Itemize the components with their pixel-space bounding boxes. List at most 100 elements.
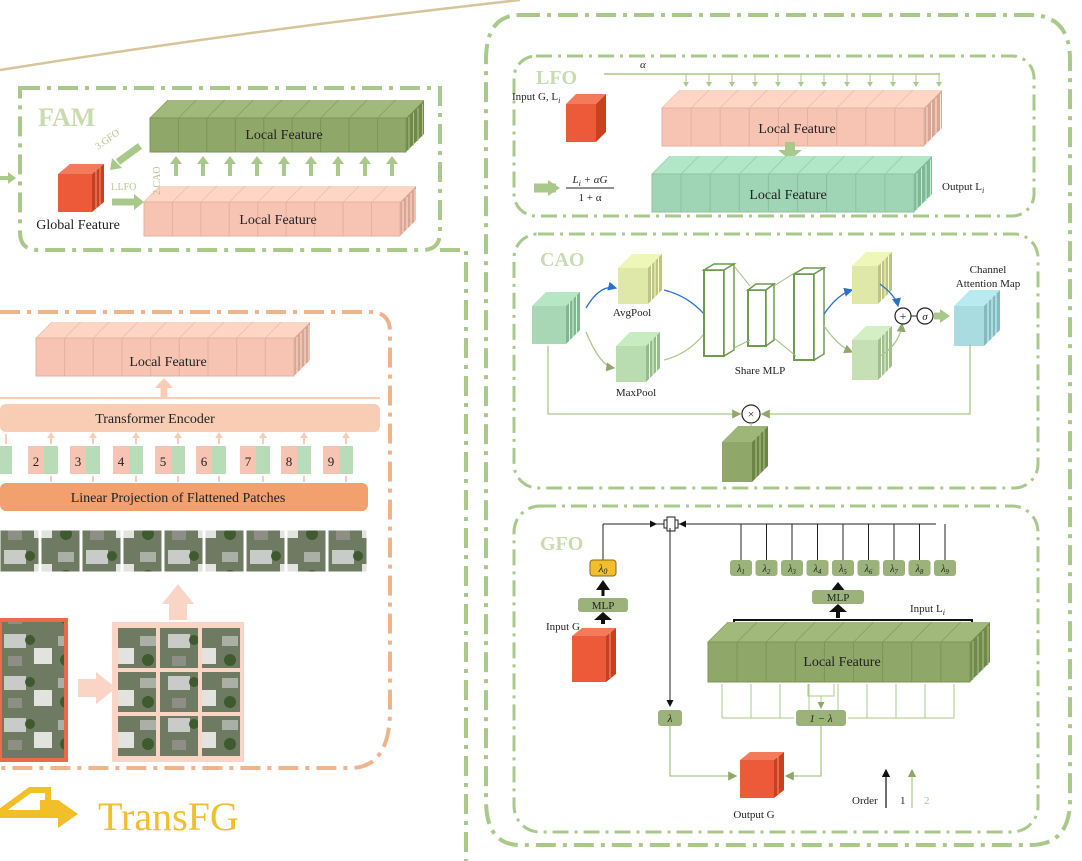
gfo-mlp-right: [812, 590, 864, 604]
feature-cell: [651, 173, 682, 213]
feature-cell: [149, 117, 179, 153]
gfo-step-arrow: [115, 143, 143, 165]
fam-top-feature-label: Local Feature: [245, 128, 322, 143]
feature-cell: [894, 107, 925, 147]
lambda-chip-label: λ5: [838, 564, 847, 576]
gfo-output-label: Output G: [733, 809, 774, 821]
feature-cell: [707, 641, 738, 683]
transfg-local-feature: [35, 321, 310, 377]
feature-cell: [855, 173, 886, 213]
feature-cell: [807, 107, 838, 147]
feature-cell: [738, 173, 769, 213]
patchify-arrow: [96, 672, 116, 704]
lfo-top-local-feature: [661, 89, 942, 147]
feature-cell: [177, 117, 208, 153]
feature-cell: [765, 641, 796, 683]
up-arrow: [386, 156, 398, 164]
feature-cell: [797, 173, 828, 213]
token-index: 4: [118, 454, 125, 469]
lfo-formula-denominator: 1 + α: [579, 192, 602, 204]
fam-bottom-feature-label: Local Feature: [239, 213, 316, 228]
feature-cell: [680, 173, 711, 213]
fam-global-feature-cube: [58, 164, 104, 212]
gfo-output-cube: [740, 752, 784, 798]
cao-avgpool-feature: [618, 254, 662, 304]
transfg-local-feature-label: Local Feature: [129, 355, 206, 370]
up-arrow: [332, 156, 344, 164]
position-embedding: [281, 446, 297, 474]
feature-cell: [748, 107, 779, 147]
token-index: 2: [33, 454, 40, 469]
token-embedding: [0, 446, 12, 474]
lambda-chip-label: λ6: [864, 564, 873, 576]
gfo-local-feature-label: Local Feature: [803, 655, 880, 670]
lfo-alpha-arrows: [683, 74, 942, 87]
feature-cell: [377, 117, 407, 153]
gfo-mlp-left: [578, 598, 628, 612]
gfo-mlp-right-label: MLP: [827, 592, 850, 604]
lambda-chip: [908, 560, 931, 576]
position-embedding: [323, 446, 339, 474]
lambda-chip-label: λ4: [813, 564, 822, 576]
grid-to-strip-arrow: [162, 584, 194, 604]
lfo-module: LFO Input G, Li α Local Feature Local Fe…: [512, 54, 1036, 218]
feature-cell: [836, 107, 867, 147]
image-patch: [118, 672, 156, 712]
feature-cell: [200, 201, 230, 237]
transformer-encoder-box: [0, 404, 380, 432]
lambda-chip: [730, 560, 752, 576]
gfo-sum-icon: [663, 516, 679, 532]
decorative-arc: [0, 0, 521, 72]
alpha-arrow: [706, 82, 712, 87]
linear-projection-box: [0, 483, 368, 511]
lambda-chip: [781, 560, 803, 576]
up-arrow: [359, 156, 371, 164]
feature-cell: [171, 201, 202, 237]
alpha-arrow: [844, 82, 850, 87]
feature-cell: [228, 201, 259, 237]
feature-cell: [314, 201, 344, 237]
lfo-down-arrow: [778, 150, 802, 160]
image-patch: [160, 716, 198, 756]
cao-sigmoid-symbol: σ: [922, 311, 928, 323]
alpha-arrow: [683, 82, 689, 87]
lambda-chip: [806, 560, 829, 576]
alpha-arrow: [775, 82, 781, 87]
lambda-chip-label: λ3: [787, 564, 796, 576]
lambda-chip-label: λ7: [889, 564, 898, 576]
token-embedding: [339, 446, 353, 474]
step-gfo-label: 3.GFO: [93, 127, 122, 152]
feature-cell: [865, 107, 896, 147]
mlp-out-bottom-cube: [852, 340, 878, 380]
fam-upward-arrows: [170, 156, 398, 176]
position-embedding: [70, 446, 86, 474]
gfo-input-g-cube: [572, 628, 616, 682]
position-embedding: [155, 446, 171, 474]
fam-title: FAM: [38, 103, 95, 132]
order-1-label: 1: [900, 795, 906, 807]
feature-cell: [719, 107, 750, 147]
lfo-bottom-local-feature: [651, 155, 932, 213]
share-mlp-label: Share MLP: [735, 365, 785, 377]
feature-cell: [35, 337, 66, 377]
image-patch: [160, 628, 198, 668]
up-arrow: [305, 156, 317, 164]
lfo-formula-numerator: Li + αG: [572, 174, 608, 188]
feature-cell: [206, 117, 236, 153]
token-index: 7: [245, 454, 252, 469]
cao-title: CAO: [540, 249, 584, 271]
feature-cell: [150, 337, 180, 377]
alpha-arrow: [798, 82, 804, 87]
alpha-arrow: [752, 82, 758, 87]
flattened-patch: [286, 529, 327, 573]
cao-output-feature: [722, 426, 768, 482]
feature-cell: [853, 641, 884, 683]
lambda-chip: [832, 560, 854, 576]
cao-add-symbol: +: [900, 309, 907, 323]
gfo-input-g-label: Input G: [546, 621, 580, 633]
cao-result-cube: [722, 442, 752, 482]
lambda-chip: [934, 560, 956, 576]
image-patch: [202, 716, 240, 756]
